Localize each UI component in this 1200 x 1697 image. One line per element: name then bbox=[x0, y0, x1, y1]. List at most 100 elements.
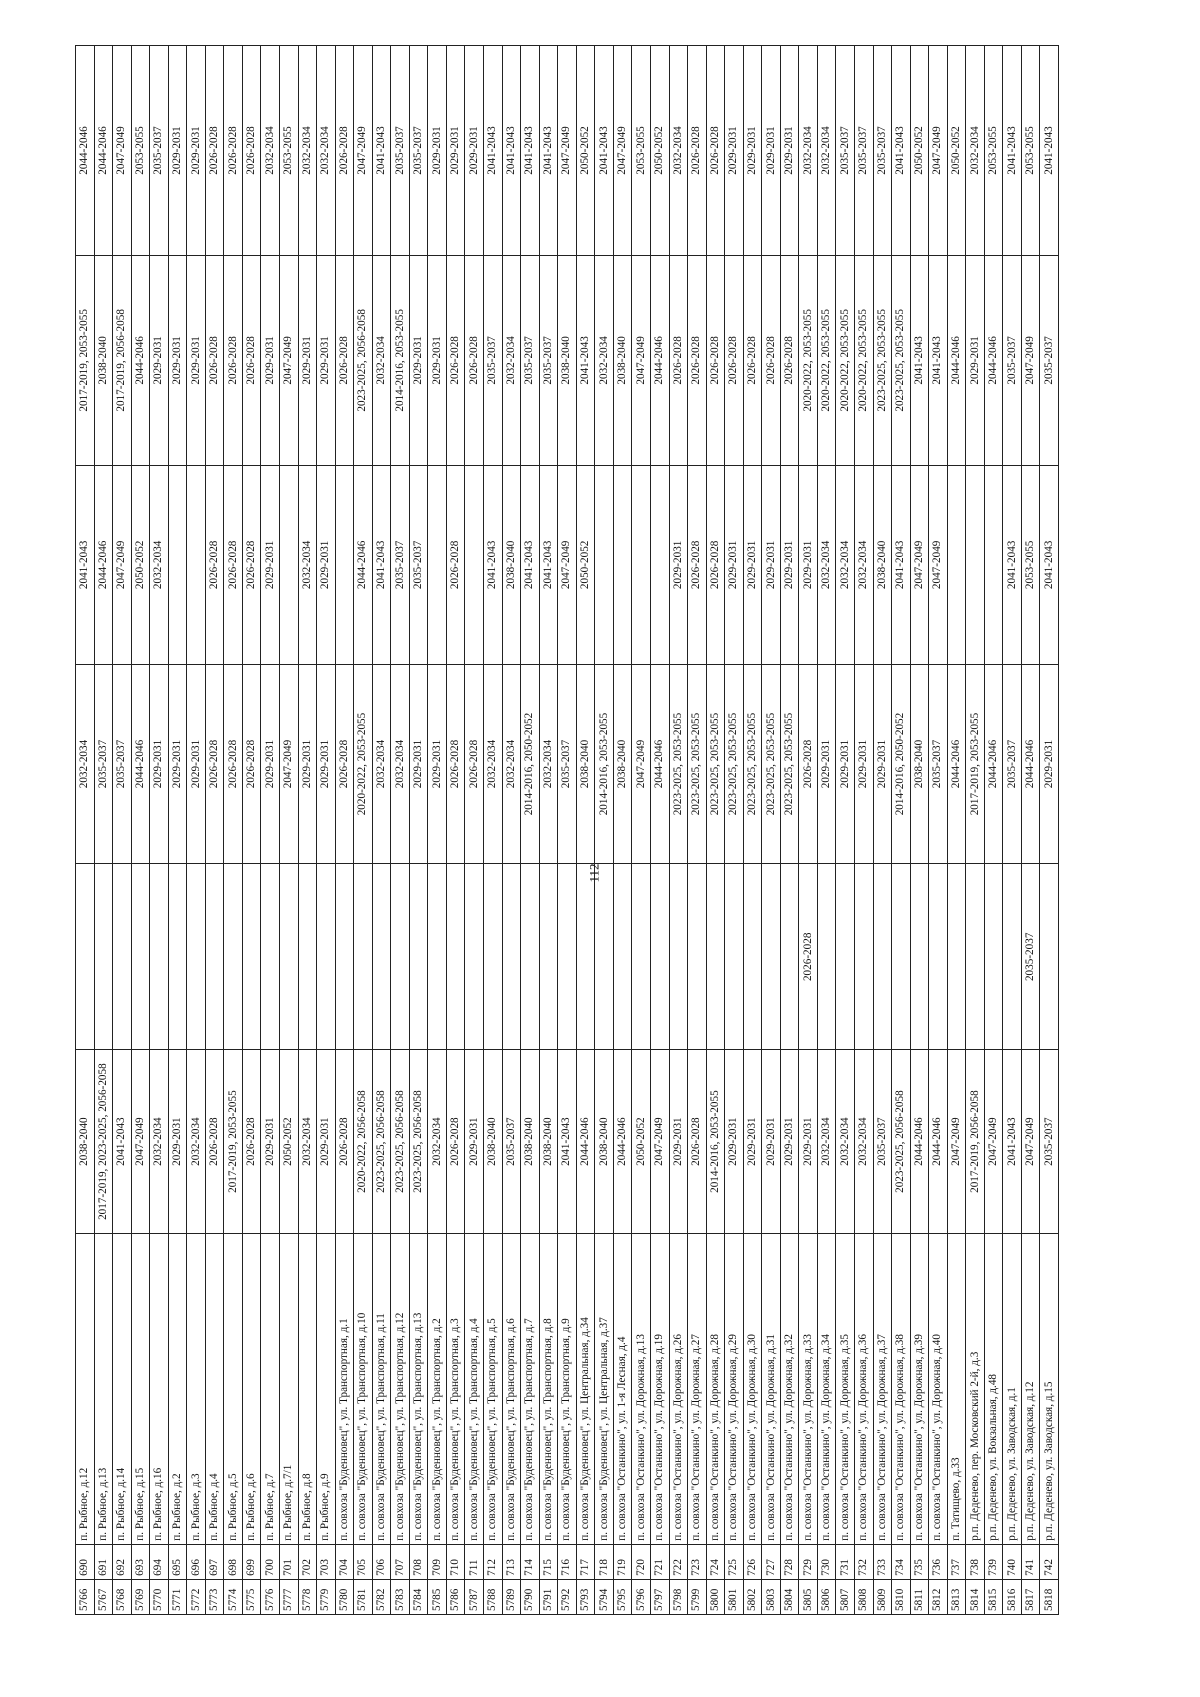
table-cell-b: 2035-2037 bbox=[1021, 863, 1040, 1050]
table-cell-id: 5810 bbox=[891, 1579, 911, 1615]
table-cell-d: 2035-2037 bbox=[409, 465, 428, 665]
table-cell-f: 2029-2031 bbox=[446, 45, 465, 256]
table-cell-num: 733 bbox=[873, 1544, 892, 1580]
page-number: 112 bbox=[586, 863, 602, 883]
table-cell-addr: р.п. Деденево, ул. Заводская, д.15 bbox=[1039, 1233, 1059, 1545]
table-cell-b bbox=[613, 863, 632, 1050]
table-cell-e: 2047-2049 bbox=[631, 255, 651, 466]
table-cell-num: 722 bbox=[669, 1544, 688, 1580]
table-cell-f: 2032-2034 bbox=[965, 45, 985, 256]
table-cell-b bbox=[539, 863, 558, 1050]
table-cell-num: 710 bbox=[446, 1544, 465, 1580]
table-cell-e: 2020-2022, 2053-2055 bbox=[817, 255, 836, 466]
table-cell-a: 2050-2052 bbox=[279, 1050, 299, 1234]
table-cell-a: 2041-2043 bbox=[112, 1050, 132, 1234]
table-cell-a: 2032-2034 bbox=[817, 1050, 836, 1234]
table-cell-a: 2038-2040 bbox=[483, 1050, 503, 1234]
table-cell-c: 2029-2031 bbox=[835, 664, 855, 864]
table-cell-e: 2041-2043 bbox=[910, 255, 929, 466]
table-cell-addr: р.п. Деденево, пер. Московский 2-й, д.3 bbox=[965, 1233, 985, 1545]
table-cell-id: 5785 bbox=[427, 1579, 447, 1615]
table-cell-c: 2017-2019, 2053-2055 bbox=[965, 664, 985, 864]
table-cell-b bbox=[316, 863, 336, 1050]
table-cell-c: 2020-2022, 2053-2055 bbox=[353, 664, 373, 864]
table-cell-a: 2047-2049 bbox=[650, 1050, 669, 1234]
table-cell-id: 5804 bbox=[780, 1579, 799, 1615]
table-cell-e: 2023-2025, 2056-2058 bbox=[353, 255, 373, 466]
table-cell-b bbox=[928, 863, 948, 1050]
table-cell-d: 2041-2043 bbox=[483, 465, 503, 665]
table-cell-c: 2029-2031 bbox=[260, 664, 280, 864]
table-cell-num: 708 bbox=[409, 1544, 428, 1580]
table-cell-e: 2026-2028 bbox=[464, 255, 484, 466]
table-cell-d bbox=[279, 465, 299, 665]
table-cell-f: 2029-2031 bbox=[186, 45, 206, 256]
table-cell-num: 720 bbox=[631, 1544, 651, 1580]
table-cell-addr: п. совхоза "Останкино", ул. Дорожная, д.… bbox=[631, 1233, 651, 1545]
table-cell-e: 2026-2028 bbox=[205, 255, 224, 466]
table-cell-e: 2038-2040 bbox=[94, 255, 113, 466]
table-cell-id: 5807 bbox=[835, 1579, 855, 1615]
table-cell-b bbox=[223, 863, 243, 1050]
table-cell-e: 2044-2046 bbox=[984, 255, 1003, 466]
table-cell-id: 5811 bbox=[910, 1579, 929, 1615]
table-cell-a: 2026-2028 bbox=[687, 1050, 707, 1234]
table-cell-num: 699 bbox=[242, 1544, 261, 1580]
table-cell-d bbox=[650, 465, 669, 665]
table-cell-c: 2014-2016, 2050-2052 bbox=[891, 664, 911, 864]
table-cell-id: 5770 bbox=[149, 1579, 169, 1615]
table-cell-num: 711 bbox=[464, 1544, 484, 1580]
table-cell-e: 2026-2028 bbox=[335, 255, 354, 466]
table-cell-addr: п. Рыбное, д.5 bbox=[223, 1233, 243, 1545]
table-cell-b bbox=[965, 863, 985, 1050]
table-cell-id: 5808 bbox=[854, 1579, 874, 1615]
table-cell-d: 2035-2037 bbox=[390, 465, 410, 665]
table-cell-c: 2029-2031 bbox=[316, 664, 336, 864]
table-cell-f: 2053-2055 bbox=[984, 45, 1003, 256]
table-cell-d: 2029-2031 bbox=[743, 465, 762, 665]
table-cell-b bbox=[724, 863, 744, 1050]
table-cell-num: 727 bbox=[761, 1544, 781, 1580]
table-cell-num: 703 bbox=[316, 1544, 336, 1580]
table-cell-b bbox=[75, 863, 95, 1050]
table-cell-c: 2029-2031 bbox=[427, 664, 447, 864]
table-cell-d: 2053-2055 bbox=[1021, 465, 1040, 665]
table-cell-d: 2041-2043 bbox=[1002, 465, 1022, 665]
table-cell-num: 731 bbox=[835, 1544, 855, 1580]
table-cell-e: 2044-2046 bbox=[947, 255, 966, 466]
table-cell-num: 704 bbox=[335, 1544, 354, 1580]
table-cell-num: 732 bbox=[854, 1544, 874, 1580]
table-cell-b bbox=[761, 863, 781, 1050]
table-cell-addr: п. Рыбное, д.7 bbox=[260, 1233, 280, 1545]
table-cell-id: 5806 bbox=[817, 1579, 836, 1615]
table-cell-b bbox=[947, 863, 966, 1050]
table-cell-a: 2032-2034 bbox=[149, 1050, 169, 1234]
table-cell-d bbox=[984, 465, 1003, 665]
table-cell-b bbox=[390, 863, 410, 1050]
table-cell-id: 5782 bbox=[372, 1579, 391, 1615]
table-cell-d: 2047-2049 bbox=[112, 465, 132, 665]
table-cell-f: 2026-2028 bbox=[335, 45, 354, 256]
table-cell-b bbox=[279, 863, 299, 1050]
table-cell-e: 2026-2028 bbox=[780, 255, 799, 466]
table-cell-d: 2026-2028 bbox=[242, 465, 261, 665]
table-cell-c: 2023-2025, 2053-2055 bbox=[687, 664, 707, 864]
table-cell-num: 698 bbox=[223, 1544, 243, 1580]
table-cell-addr: п. совхоза "Останкино", ул. Дорожная, д.… bbox=[798, 1233, 818, 1545]
table-cell-b bbox=[1039, 863, 1059, 1050]
table-cell-e: 2020-2022, 2053-2055 bbox=[835, 255, 855, 466]
table-cell-addr: п. Рыбное, д.14 bbox=[112, 1233, 132, 1545]
table-cell-addr: п. совхоза "Буденновец", ул. Транспортна… bbox=[520, 1233, 540, 1545]
table-cell-d: 2047-2049 bbox=[928, 465, 948, 665]
table-cell-c: 2032-2034 bbox=[75, 664, 95, 864]
table-cell-d: 2029-2031 bbox=[724, 465, 744, 665]
